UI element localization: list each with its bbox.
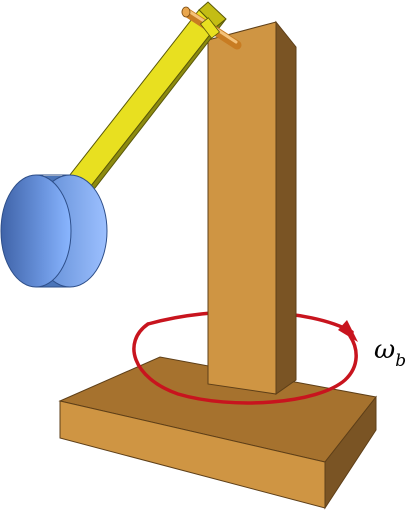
angular-velocity-subscript: b xyxy=(395,351,406,371)
pivot-pin-end-cap xyxy=(181,6,191,18)
pivot-pin-front-cover xyxy=(199,17,221,39)
post-side-face xyxy=(275,20,297,395)
base-side-face xyxy=(324,395,377,510)
disk-front-face xyxy=(0,174,72,288)
rod-front-face xyxy=(65,9,217,197)
post-front-face xyxy=(207,21,277,395)
angular-velocity-symbol: ω xyxy=(374,335,395,365)
rotation-arrow-front-arc xyxy=(132,322,358,405)
pivot-pin xyxy=(181,6,242,50)
base-block xyxy=(58,356,377,510)
rod-side-face xyxy=(82,18,227,197)
pendulum-disk xyxy=(0,174,108,288)
angular-velocity-label: ωb xyxy=(374,335,406,371)
pendulum-rod xyxy=(65,1,227,197)
vertical-post xyxy=(207,20,297,395)
rotation-arrow-head-icon xyxy=(338,320,358,342)
